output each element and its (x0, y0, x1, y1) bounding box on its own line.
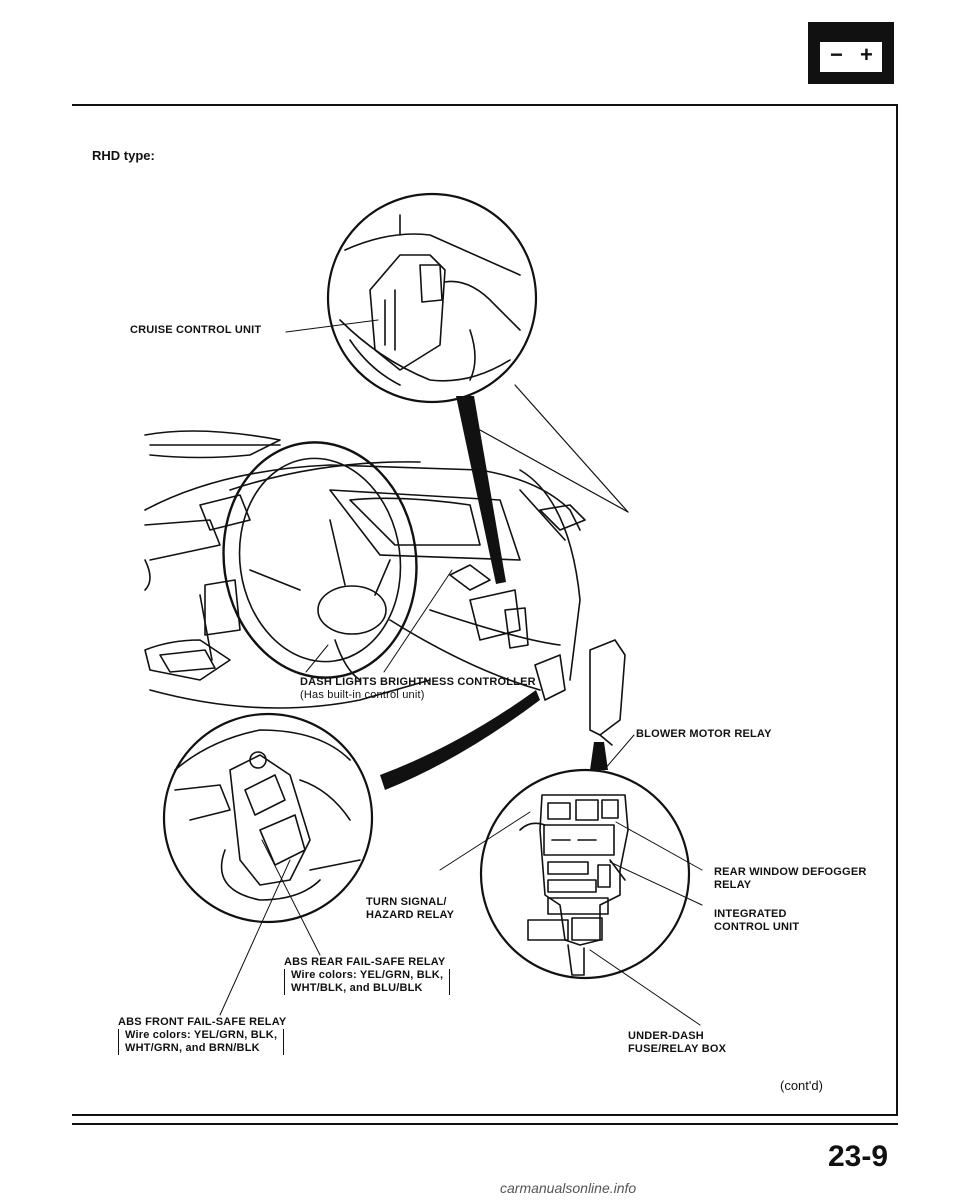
abs-rear-wire-bracket: Wire colors: YEL/GRN, BLK, WHT/BLK, and … (284, 969, 451, 995)
bottom-rule (72, 1123, 898, 1125)
continued-note: (cont'd) (780, 1078, 823, 1093)
label-under-dash-line1: UNDER-DASH (628, 1030, 704, 1042)
label-dash-lights-title: DASH LIGHTS BRIGHTNESS CONTROLLER (300, 676, 536, 688)
label-abs-front-wire-line2: WHT/GRN, and BRN/BLK (125, 1042, 260, 1054)
label-abs-front-wire-line1: Wire colors: YEL/GRN, BLK, (125, 1029, 278, 1041)
label-under-dash-fuse-relay-box: UNDER-DASH FUSE/RELAY BOX (628, 1030, 726, 1056)
battery-plus-sign: + (860, 42, 873, 67)
label-turn-signal-line2: HAZARD RELAY (366, 909, 455, 921)
battery-post-positive (862, 34, 874, 42)
blower-relay-part (534, 639, 626, 746)
label-abs-rear-wire-line2: WHT/BLK, and BLU/BLK (291, 982, 423, 994)
label-rear-window-defogger-relay: REAR WINDOW DEFOGGER RELAY (714, 866, 867, 892)
label-under-dash-line2: FUSE/RELAY BOX (628, 1043, 727, 1055)
steering-wheel (199, 441, 418, 681)
label-integrated-control-unit: INTEGRATED CONTROL UNIT (714, 908, 799, 934)
label-rear-window-line2: RELAY (714, 879, 752, 891)
abs-relay-detail (162, 712, 374, 924)
battery-minus-sign: − (830, 42, 843, 67)
label-abs-rear-title: ABS REAR FAIL-SAFE RELAY (284, 956, 446, 968)
label-turn-signal-hazard-relay: TURN SIGNAL/ HAZARD RELAY (366, 896, 454, 922)
section-heading: RHD type: (92, 148, 155, 163)
label-abs-rear-wire-line1: Wire colors: YEL/GRN, BLK, (291, 969, 444, 981)
dashboard-body (144, 430, 586, 709)
fuse-box-leader-wedge (590, 742, 608, 770)
label-cruise-control-unit: CRUISE CONTROL UNIT (130, 324, 262, 336)
label-abs-rear-fail-safe-relay: ABS REAR FAIL-SAFE RELAY Wire colors: YE… (284, 956, 451, 995)
label-integrated-line1: INTEGRATED (714, 908, 787, 920)
label-dash-lights-controller: DASH LIGHTS BRIGHTNESS CONTROLLER (Has b… (300, 676, 536, 702)
label-integrated-line2: CONTROL UNIT (714, 921, 800, 933)
page-number: 23-9 (828, 1140, 889, 1173)
label-dash-lights-note: (Has built-in control unit) (300, 689, 425, 701)
label-abs-front-title: ABS FRONT FAIL-SAFE RELAY (118, 1016, 287, 1028)
content-frame (72, 104, 898, 1116)
label-abs-front-fail-safe-relay: ABS FRONT FAIL-SAFE RELAY Wire colors: Y… (118, 1016, 286, 1055)
fuse-box-detail (479, 768, 691, 980)
battery-icon: − + (808, 22, 894, 84)
cruise-control-detail (326, 192, 538, 404)
leader-lines (219, 319, 703, 1026)
battery-window: − + (820, 42, 882, 72)
label-blower-motor-relay: BLOWER MOTOR RELAY (636, 728, 772, 740)
cruise-leader-wedge (456, 396, 506, 584)
battery-post-negative (828, 34, 840, 42)
abs-front-wire-bracket: Wire colors: YEL/GRN, BLK, WHT/GRN, and … (118, 1029, 285, 1055)
label-rear-window-line1: REAR WINDOW DEFOGGER (714, 866, 867, 878)
label-turn-signal-line1: TURN SIGNAL/ (366, 896, 447, 908)
watermark: carmanualsonline.info (500, 1180, 637, 1196)
abs-leader-wedge (380, 690, 540, 790)
top-rule (72, 104, 898, 106)
